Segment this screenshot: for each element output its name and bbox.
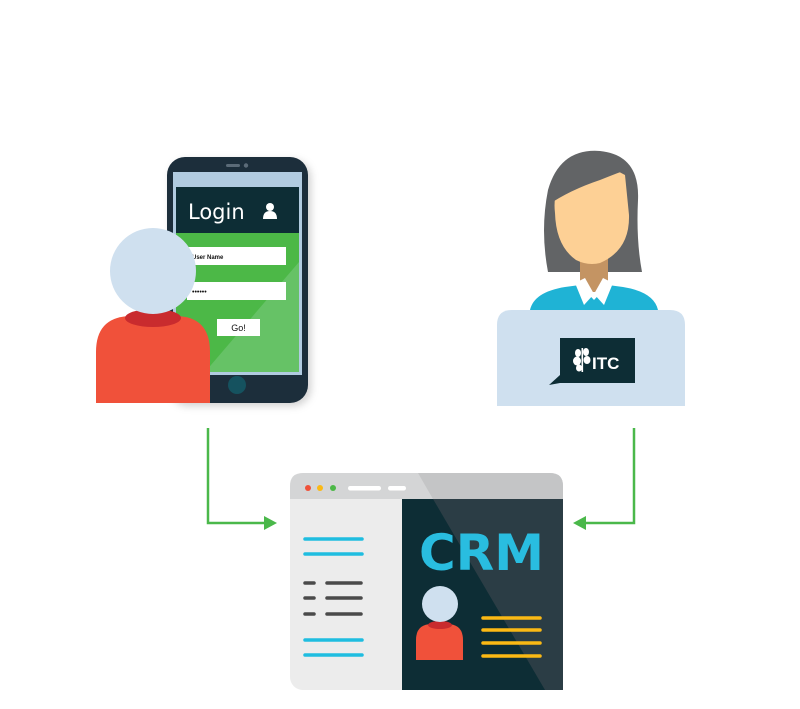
customer-avatar (96, 228, 210, 403)
itc-logo-sign: ITC (549, 338, 635, 385)
leaf-logo-icon (573, 348, 591, 372)
itc-logo-text: ITC (592, 354, 619, 373)
address-bar (348, 486, 381, 491)
password-input[interactable] (187, 282, 286, 300)
go-button[interactable] (217, 319, 260, 336)
agent-avatar (497, 150, 685, 406)
user-icon (263, 203, 277, 219)
maximize-dot-icon (330, 485, 336, 491)
go-button-label: Go! (231, 323, 246, 333)
tab-placeholder (388, 486, 406, 491)
arrow-agent-to-crm (573, 428, 636, 530)
contact-avatar (416, 586, 463, 660)
minimize-dot-icon (317, 485, 323, 491)
sidebar-lines (303, 537, 364, 657)
login-header (176, 187, 299, 233)
camera-icon (243, 163, 249, 168)
speaker-icon (226, 164, 240, 167)
username-placeholder: User Name (192, 255, 224, 261)
login-title: Login (188, 200, 245, 224)
username-input[interactable] (187, 247, 286, 265)
arrowhead-icon (573, 516, 586, 530)
home-button (228, 376, 246, 394)
arrowhead-icon (264, 516, 277, 530)
crm-title: CRM (419, 524, 544, 582)
close-dot-icon (305, 485, 311, 491)
crm-browser-window: CRM (290, 473, 563, 690)
contact-details-lines (481, 616, 542, 658)
password-value: •••••• (192, 289, 207, 296)
arrow-customer-to-crm (206, 428, 277, 530)
